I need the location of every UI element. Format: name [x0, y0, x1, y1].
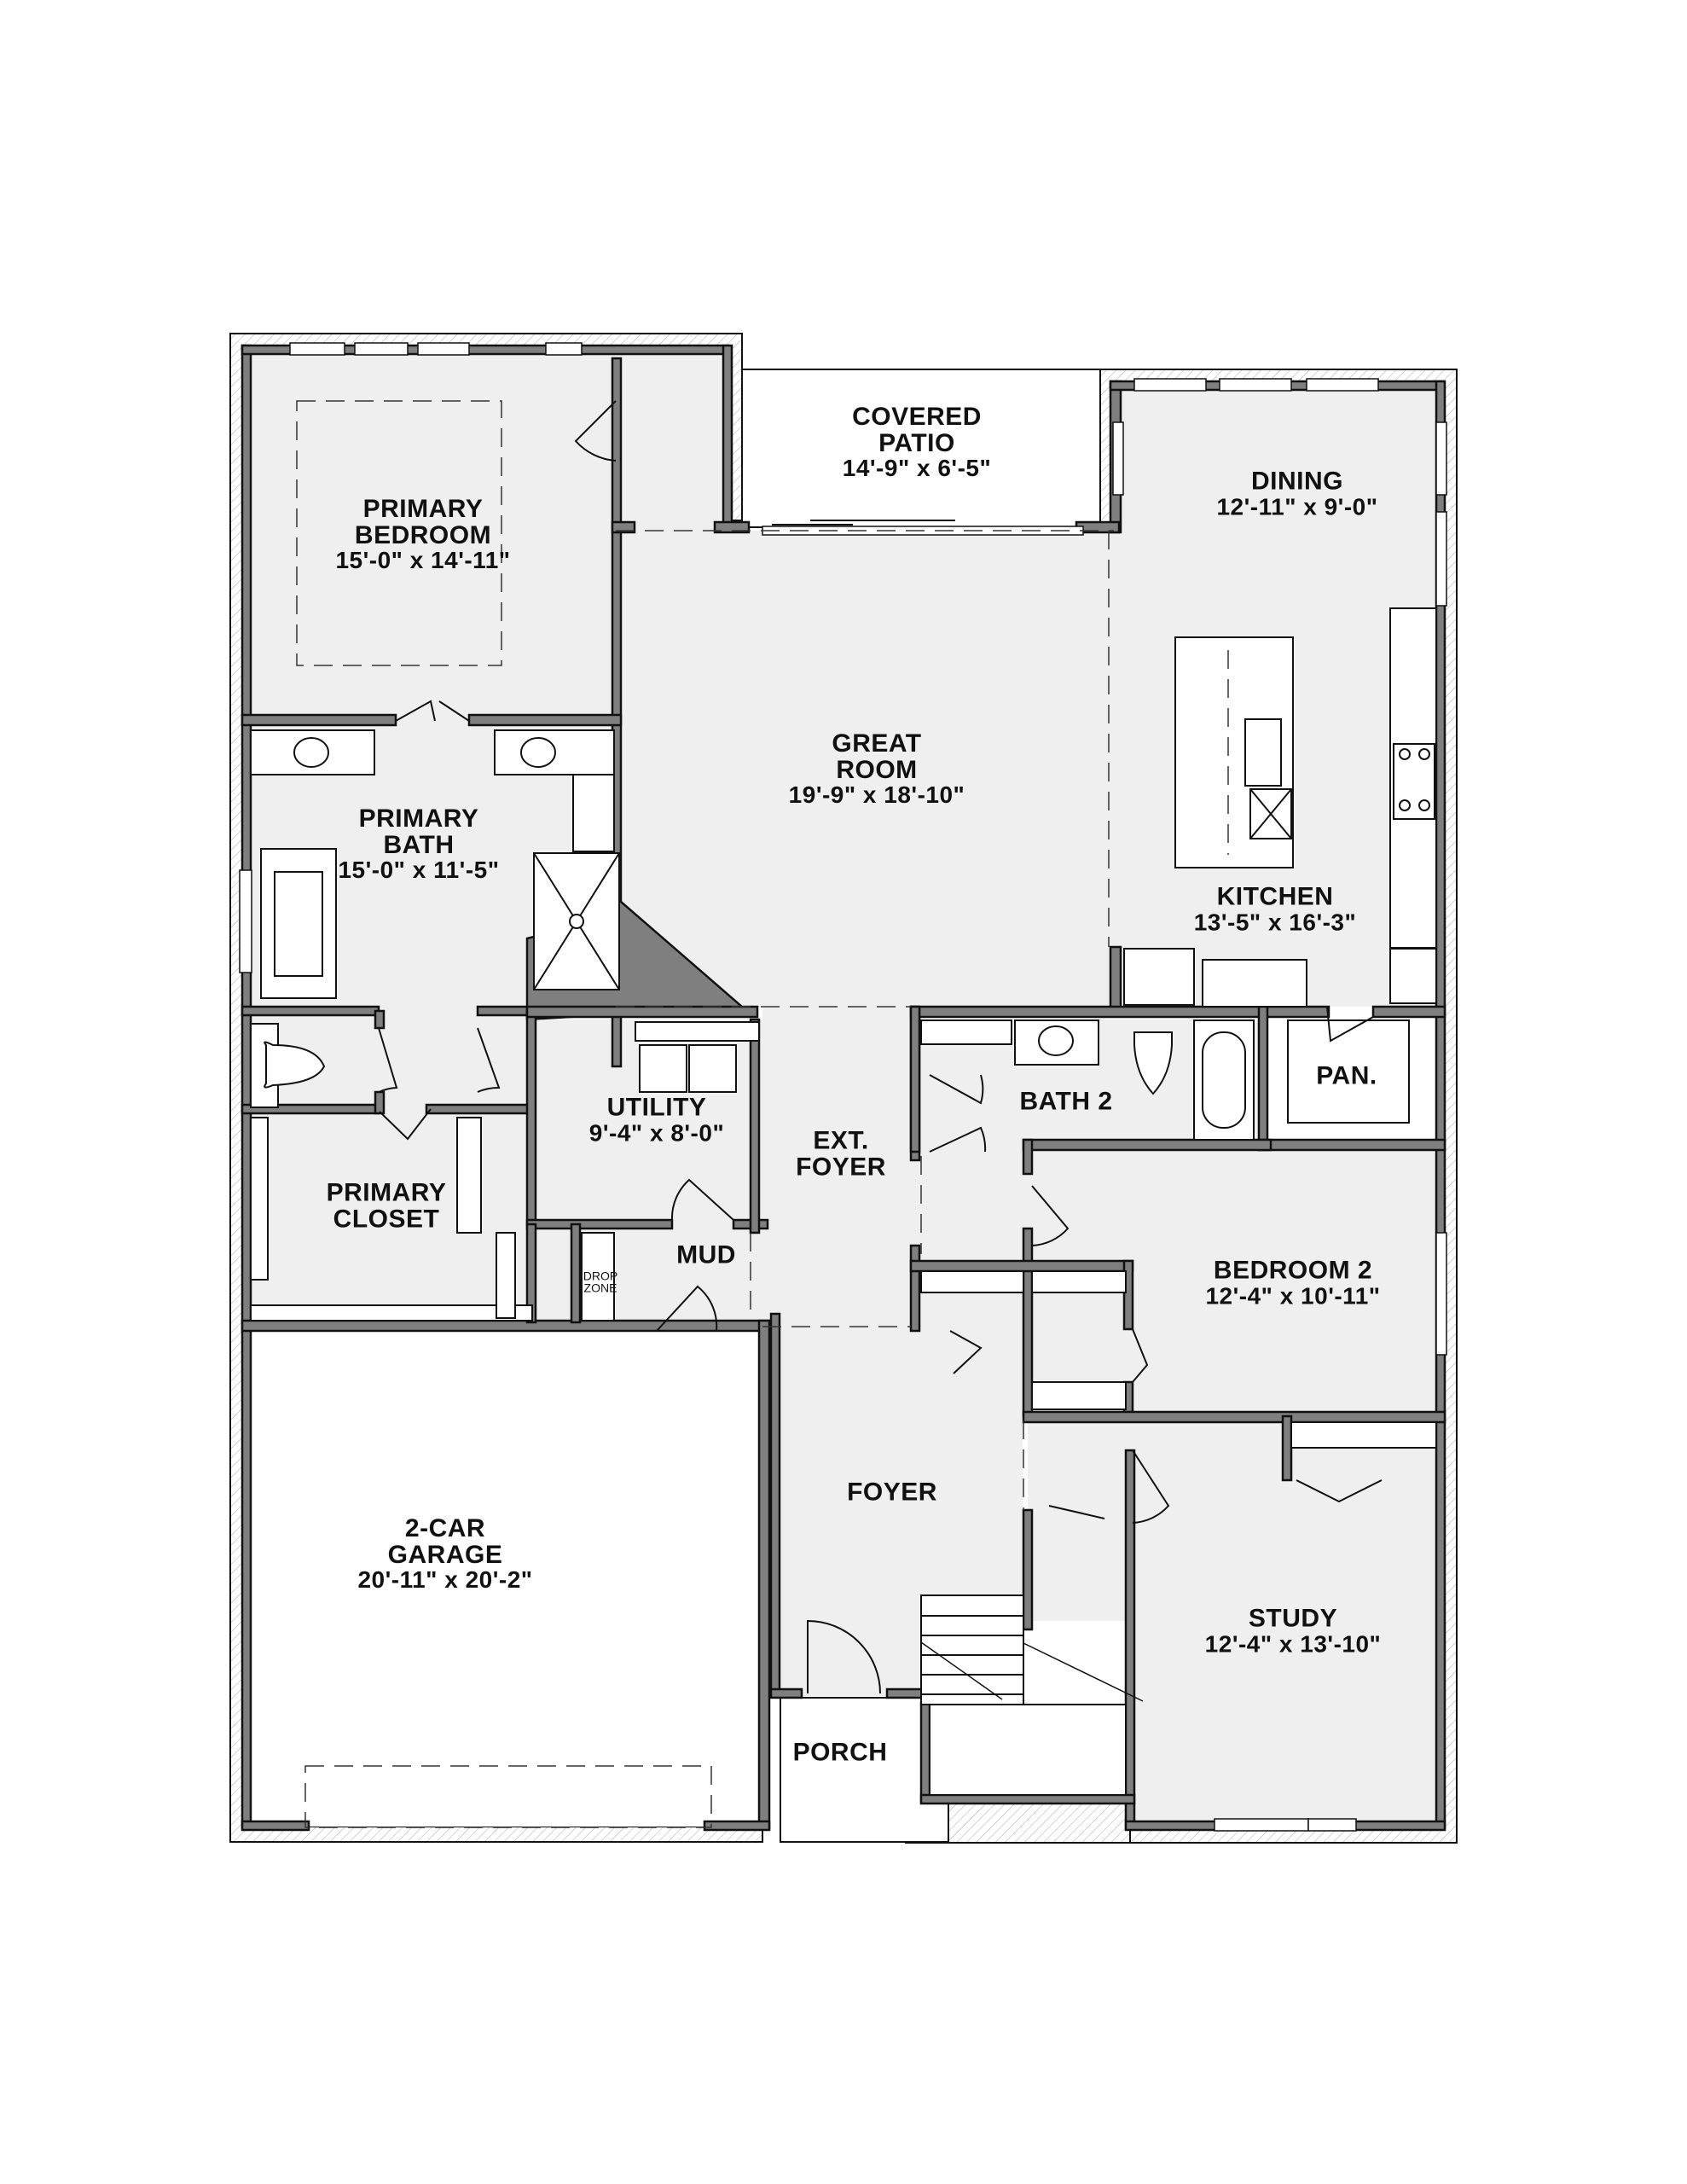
dryer-icon [688, 1044, 737, 1093]
label-great-room: GREAT ROOM 19'-9" x 18'-10" [788, 729, 965, 809]
door-icon [949, 1330, 983, 1374]
door-icon [1132, 1449, 1170, 1524]
sink-icon [1038, 1025, 1074, 1056]
label-primary-bath: PRIMARY BATH 15'-0" x 11'-5" [338, 804, 500, 884]
label-covered-patio: COVERED PATIO 14'-9" x 6'-5" [842, 403, 992, 482]
floor-areas [246, 347, 1441, 1843]
door-icon [477, 1027, 501, 1093]
door-icon [1326, 1006, 1374, 1043]
sink-icon [293, 737, 329, 768]
label-pantry: PAN. [1316, 1061, 1377, 1090]
label-drop-zone: DROP ZONE [583, 1269, 618, 1295]
door-icon [656, 1285, 718, 1332]
door-icon [929, 1126, 987, 1153]
label-dining: DINING 12'-11" x 9'-0" [1216, 467, 1378, 520]
toilet-icon [264, 1041, 326, 1089]
primary-closet-floor [246, 1109, 530, 1321]
door-icon [1031, 1185, 1070, 1246]
label-utility: UTILITY 9'-4" x 8'-0" [588, 1093, 725, 1147]
ext-foyer-floor [762, 1007, 921, 1321]
door-icon [378, 1027, 398, 1093]
label-bath-2: BATH 2 [1019, 1087, 1113, 1116]
door-icon [574, 400, 617, 462]
garage-floor [246, 1331, 762, 1827]
label-primary-bedroom: PRIMARY BEDROOM 15'-0" x 14'-11" [335, 495, 511, 574]
door-icon [1132, 1328, 1149, 1383]
covered-patio-floor [741, 369, 1101, 528]
washer-icon [639, 1044, 687, 1093]
dashed-lines [296, 400, 1229, 1828]
front-door-icon [807, 1619, 881, 1694]
study-floor [1130, 1416, 1441, 1827]
label-garage: 2-CAR GARAGE 20'-11" x 20'-2" [357, 1514, 533, 1594]
primary-bedroom-floor [246, 347, 616, 721]
door-icon [1296, 1479, 1383, 1503]
toilet-icon [1133, 1031, 1173, 1095]
label-ext-foyer: EXT. FOYER [796, 1126, 886, 1181]
label-primary-closet: PRIMARY CLOSET [326, 1178, 447, 1233]
doors [378, 400, 1383, 1694]
label-mud: MUD [676, 1240, 736, 1269]
great-room-floor [616, 531, 1114, 1007]
drop-zone-bench [581, 1232, 615, 1321]
fridge [1123, 948, 1195, 1006]
label-foyer: FOYER [847, 1478, 937, 1507]
door-icon [929, 1074, 984, 1105]
patio-slider-icon [772, 520, 955, 526]
label-kitchen: KITCHEN 13'-5" x 16'-3" [1193, 882, 1357, 936]
pantry-shelves [1287, 1019, 1410, 1124]
door-icon [379, 1108, 432, 1141]
label-bedroom-2: BEDROOM 2 12'-4" x 10'-11" [1205, 1256, 1381, 1310]
door-icon [670, 1178, 734, 1221]
sink-icon [520, 737, 556, 768]
double-sink-icon [1244, 718, 1282, 787]
label-study: STUDY 12'-4" x 13'-10" [1204, 1604, 1382, 1658]
door-icon [1048, 1505, 1105, 1519]
mud-floor [530, 1220, 762, 1321]
door-icon [395, 700, 470, 722]
fixtures [250, 607, 1437, 1796]
label-porch: PORCH [792, 1738, 888, 1767]
staircase [920, 1594, 1144, 1796]
